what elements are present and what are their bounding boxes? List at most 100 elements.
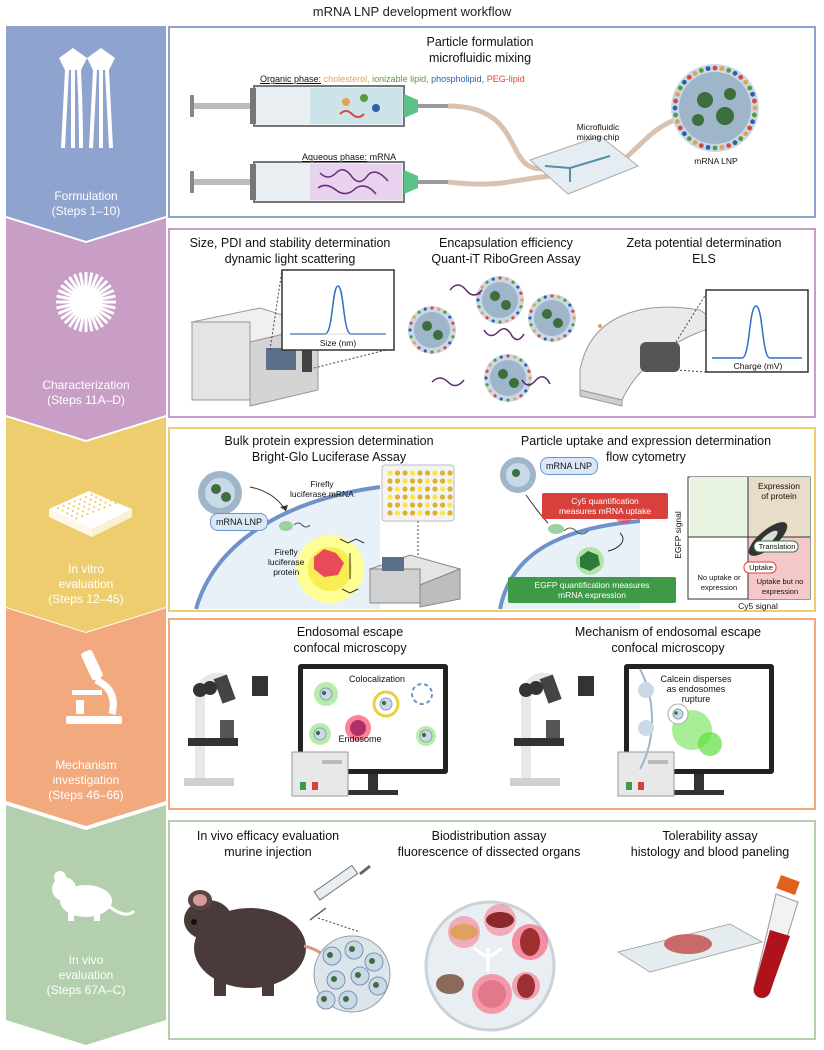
- organic-component: ionizable lipid,: [372, 74, 432, 84]
- chevron-invivo: [6, 805, 166, 1045]
- microfluidic-chip: [529, 135, 639, 195]
- aqueous-phase-title: Aqueous phase:: [302, 152, 368, 162]
- mechanism-illustration: [184, 664, 774, 797]
- uptake-tag: Uptake: [749, 563, 773, 572]
- invitro-col1-heading: Bulk protein expression determination Br…: [184, 433, 474, 465]
- stage-invitro-sub: evaluation: [58, 577, 114, 591]
- stage-formulation: Formulation (Steps 1–10): [6, 26, 166, 241]
- calcein-label: Calcein disperses as endosomes rupture: [656, 674, 736, 704]
- q-no-uptake-line1: No uptake or: [697, 573, 741, 582]
- stage-mechanism-sub: investigation: [52, 773, 120, 787]
- invivo-col1-line1: In vivo efficacy evaluation: [196, 829, 340, 843]
- chevron-formulation: [6, 26, 166, 241]
- mech-col1-heading: Endosomal escape confocal microscopy: [250, 624, 450, 656]
- q-uptake-no-expr: Uptake but no expression: [750, 577, 810, 597]
- dls-xlabel: Size (nm): [319, 338, 357, 348]
- stage-characterization-label: Characterization (Steps 11A–D): [6, 378, 166, 408]
- stage-mechanism: Mechanism investigation (Steps 46–66): [6, 608, 166, 826]
- formulation-heading-line1: Particle formulation: [426, 35, 534, 49]
- stage-formulation-steps: (Steps 1–10): [51, 204, 121, 218]
- firefly-mrna-line2: luciferase mRNA: [290, 489, 354, 499]
- panel-invivo: In vivo efficacy evaluation murine injec…: [168, 820, 816, 1040]
- injection-syringe: [309, 864, 371, 921]
- invivo-col3-line2: histology and blood paneling: [630, 845, 790, 859]
- egfp-box-line2: mRNA expression: [557, 590, 627, 600]
- egfp-box-line1: EGFP quantification measures: [534, 580, 650, 590]
- mouse-illustration: [184, 890, 335, 999]
- endosome-label: Endosome: [338, 734, 382, 744]
- invivo-illustration: [184, 864, 800, 1032]
- invitro-col1-line2: Bright-Glo Luciferase Assay: [251, 450, 407, 464]
- char-col2-heading: Encapsulation efficiency Quant-iT RiboGr…: [416, 235, 596, 267]
- invivo-col2-heading: Biodistribution assay fluorescence of di…: [384, 828, 594, 860]
- mech-col2-line2: confocal microscopy: [611, 641, 725, 655]
- char-col1-line2: dynamic light scattering: [224, 252, 356, 266]
- stage-mechanism-steps: (Steps 46–66): [48, 788, 124, 802]
- char-col3-heading: Zeta potential determination ELS: [604, 235, 804, 267]
- q-no-uptake: No uptake or expression: [690, 573, 748, 593]
- invivo-col2-line1: Biodistribution assay: [431, 829, 547, 843]
- mrna-lnp-particle: [671, 64, 759, 152]
- formulation-heading-line2: microfluidic mixing: [428, 51, 532, 65]
- mech-col2-heading: Mechanism of endosomal escape confocal m…: [550, 624, 786, 656]
- chip-label-line1: Microfluidic: [576, 122, 620, 132]
- char-col3-line2: ELS: [692, 252, 716, 266]
- calcein-line2: as endosomes: [666, 684, 726, 694]
- egfp-box: EGFP quantification measures mRNA expres…: [508, 577, 676, 603]
- firefly-protein-line2: luciferase: [268, 557, 305, 567]
- figure-title: mRNA LNP development workflow: [312, 4, 512, 19]
- stage-invitro-name: In vitro: [67, 562, 104, 576]
- panel-mechanism: Endosomal escape confocal microscopy Mec…: [168, 618, 816, 810]
- invitro-col2-line1: Particle uptake and expression determina…: [520, 434, 772, 448]
- invitro-col2-line2: flow cytometry: [606, 450, 686, 464]
- aqueous-phase-value: mRNA: [369, 152, 397, 162]
- aqueous-phase-label: Aqueous phase: mRNA: [302, 152, 396, 162]
- zeta-xlabel: Charge (mV): [733, 361, 783, 371]
- organic-component: phospholipid,: [431, 74, 487, 84]
- char-col2-line1: Encapsulation efficiency: [439, 236, 573, 250]
- char-col1-line1: Size, PDI and stability determination: [189, 236, 391, 250]
- chip-label-line2: mixing chip: [576, 132, 620, 142]
- organic-syringe: [190, 85, 448, 127]
- organic-component: PEG-lipid: [486, 74, 525, 84]
- q-uptake-no-expr-line2: expression: [761, 587, 799, 596]
- stage-invivo-sub: evaluation: [58, 968, 114, 982]
- flow-plot: [687, 476, 811, 600]
- cy5-box-line1: Cy5 quantification: [571, 496, 639, 506]
- panel-characterization: Size, PDI and stability determination dy…: [168, 228, 816, 418]
- chip-label: Microfluidic mixing chip: [558, 122, 638, 142]
- lnp-label: mRNA LNP: [694, 156, 738, 166]
- zetasizer-instrument: [579, 306, 724, 407]
- stage-mechanism-name: Mechanism: [55, 758, 117, 772]
- firefly-protein-label: Firefly luciferase protein: [268, 547, 304, 577]
- well-plate-illustration: [381, 464, 455, 522]
- flow-ylabel: EGFP signal: [673, 511, 683, 559]
- cy5-box: Cy5 quantification measures mRNA uptake: [542, 493, 668, 519]
- char-col1-heading: Size, PDI and stability determination dy…: [176, 235, 404, 267]
- char-col3-line1: Zeta potential determination: [626, 236, 782, 250]
- characterization-illustration: [190, 269, 809, 407]
- invivo-col3-line1: Tolerability assay: [662, 829, 758, 843]
- invitro-col1-line1: Bulk protein expression determination: [224, 434, 434, 448]
- mech-col1-line1: Endosomal escape: [296, 625, 404, 639]
- q-expression: Expression of protein: [750, 481, 808, 501]
- calcein-line3: rupture: [681, 694, 711, 704]
- aqueous-syringe: [190, 161, 448, 203]
- formulation-heading: Particle formulation microfluidic mixing: [350, 34, 610, 66]
- calcein-line1: Calcein disperses: [660, 674, 732, 684]
- invitro-col2-heading: Particle uptake and expression determina…: [486, 433, 806, 465]
- invivo-col1-heading: In vivo efficacy evaluation murine injec…: [178, 828, 358, 860]
- firefly-protein-line3: protein: [273, 567, 300, 577]
- panel-invitro: Bulk protein expression determination Br…: [168, 427, 816, 612]
- stage-characterization: Characterization (Steps 11A–D): [6, 218, 166, 440]
- panel-formulation: Particle formulation microfluidic mixing…: [168, 26, 816, 218]
- firefly-mrna-label: Firefly luciferase mRNA: [290, 479, 354, 499]
- colocalization-label: Colocalization: [348, 674, 406, 684]
- stage-invivo: In vivo evaluation (Steps 67A–C): [6, 805, 166, 1045]
- dls-graph: [281, 269, 395, 351]
- stage-invivo-label: In vivo evaluation (Steps 67A–C): [6, 953, 166, 998]
- firefly-mrna-line1: Firefly: [310, 479, 334, 489]
- mech-col1-line2: confocal microscopy: [293, 641, 407, 655]
- invivo-col2-line2: fluorescence of dissected organs: [397, 845, 581, 859]
- histology-slide: [616, 923, 764, 973]
